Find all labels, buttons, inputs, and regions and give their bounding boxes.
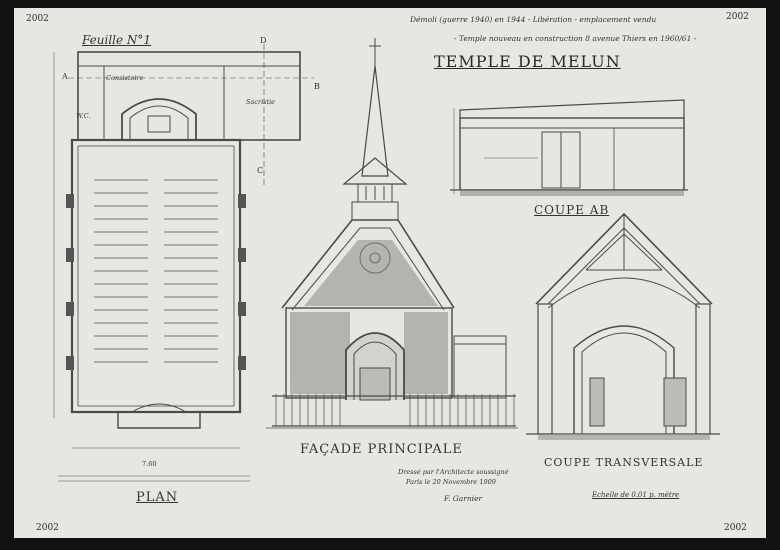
label-facade: Façade Principale [300,442,463,457]
plan-label-sacristy: Sacristie [246,98,276,106]
floor-plan [53,44,314,482]
plan-dimension: 7.60 [142,460,157,468]
drawing-sheet: 2002 2002 2002 2002 Feuille N°1 Démoli (… [14,8,766,538]
section-ab [450,99,688,196]
sheet-label: Feuille N°1 [82,33,152,47]
plan-label-wc: W.C. [76,112,91,120]
annotation-line-1: Démoli (guerre 1940) en 1944 - Libératio… [410,15,657,24]
signature-line-1: Dressé par l'Architecte soussigné [398,468,509,476]
plan-label-a: A [62,72,68,81]
corner-label-bottom-left: 2002 [36,523,59,533]
plan-label-c: C [257,166,264,175]
corner-label-bottom-right: 2002 [724,523,747,533]
signature-line-2: Paris le 20 Novembre 1909 [406,478,496,486]
plan-label-b: B [314,82,320,91]
section-transverse [526,212,720,440]
drawing-title: Temple de Melun [434,52,621,71]
corner-label-top-right: 2002 [726,12,749,22]
annotation-line-2: - Temple nouveau en construction 8 avenu… [454,34,697,43]
plan-label-d: D [260,36,267,45]
signature: F. Garnier [444,494,483,503]
facade-elevation [266,38,518,429]
label-coupe-transversale: Coupe Transversale [544,456,704,469]
corner-label-top-left: 2002 [26,14,49,24]
drawing-linework [53,38,720,482]
label-coupe-ab: Coupe AB [534,203,610,217]
scale-note: Echelle de 0.01 p. mètre [592,491,680,499]
label-plan: Plan [136,490,179,505]
